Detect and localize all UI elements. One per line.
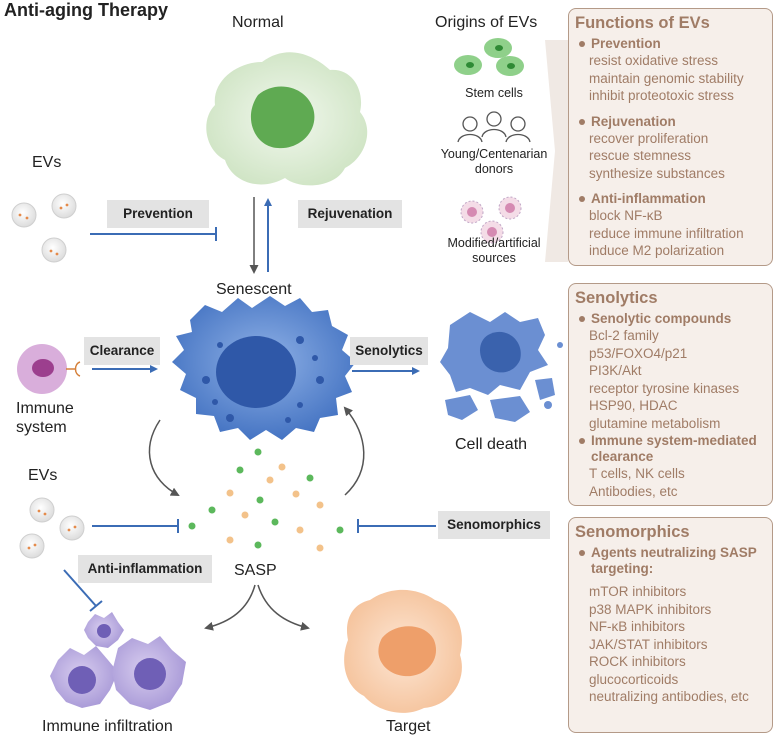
prevention-inhibition — [90, 227, 217, 241]
function-item: maintain genomic stability — [589, 70, 744, 86]
senomorphic-item: NF-κB inhibitors — [589, 619, 686, 634]
function-item: synthesize substances — [589, 165, 725, 181]
senolytics-tag: Senolytics — [350, 337, 428, 365]
stem-cells-icon — [454, 38, 524, 76]
function-item: block NF-κB — [589, 208, 663, 223]
donors-label: Young/Centenarian donors — [440, 147, 548, 176]
origins-connector — [545, 40, 568, 262]
senolytic-item: Bcl-2 family — [589, 328, 659, 343]
sasp-label: SASP — [234, 562, 277, 579]
immune-clearance-heading: Immune system-mediated clearance — [569, 433, 772, 465]
function-item: recover proliferation — [589, 130, 709, 146]
sasp-to-immune-arrow — [204, 584, 256, 631]
rejuvenation-heading: Rejuvenation — [569, 114, 772, 130]
immune-infiltration-cells — [50, 612, 186, 710]
senomorphic-item: glucocorticoids — [589, 671, 679, 687]
senomorphic-item: JAK/STAT inhibitors — [589, 636, 708, 652]
function-item: inhibit proteotoxic stress — [589, 88, 734, 103]
origins-title: Origins of EVs — [435, 14, 538, 31]
sasp-particles — [188, 448, 344, 552]
senolytic-item: glutamine metabolism — [589, 415, 721, 431]
senomorphics-panel-title: Senomorphics — [575, 523, 690, 541]
cell-death-label: Cell death — [455, 436, 528, 453]
senolytic-item: receptor tyrosine kinases — [589, 380, 740, 396]
function-item: reduce immune infiltration — [589, 225, 744, 241]
curve-arrow-left — [148, 419, 180, 496]
functions-of-evs-panel: Functions of EVs Prevention resist oxida… — [568, 8, 773, 266]
senolytic-item: Antibodies, etc — [589, 483, 678, 499]
immune-system-label: Immune system — [16, 400, 74, 436]
immune-system-cell — [17, 344, 81, 394]
normal-cell — [206, 52, 368, 186]
senolytic-compounds-heading: Senolytic compounds — [569, 311, 772, 327]
anti-inflammation-inhibition — [63, 569, 103, 612]
donors-icon — [457, 111, 531, 143]
senomorphic-item: mTOR inhibitors — [589, 584, 687, 599]
senomorphics-panel: Senomorphics Agents neutralizing SASP ta… — [568, 517, 773, 733]
function-item: rescue stemness — [589, 148, 692, 163]
senolytic-item: p53/FOXO4/p21 — [589, 345, 688, 361]
functions-panel-title: Functions of EVs — [575, 14, 710, 32]
senomorphics-tag: Senomorphics — [438, 511, 550, 539]
ev-vesicles-bottom — [19, 497, 85, 559]
senolytics-panel-title: Senolytics — [575, 289, 658, 307]
cell-death — [440, 312, 563, 422]
prevention-heading: Prevention — [569, 36, 772, 52]
curve-arrow-right — [343, 406, 365, 496]
modified-sources-icon — [460, 196, 522, 244]
target-cell — [344, 589, 462, 713]
prevention-tag: Prevention — [107, 200, 209, 228]
ev-vesicles-top — [11, 193, 77, 263]
senomorphics-inhibition — [357, 519, 436, 533]
modified-sources-label: Modified/artificial sources — [447, 236, 541, 265]
page-title: Anti-aging Therapy — [4, 0, 169, 20]
senolytic-item: PI3K/Akt — [589, 363, 642, 378]
anti-inflammation-heading: Anti-inflammation — [569, 191, 772, 207]
sasp-to-target-arrow — [257, 584, 310, 631]
evs-top-label: EVs — [32, 154, 62, 171]
senomorphics-heading: Agents neutralizing SASP targeting: — [569, 545, 772, 577]
senomorphic-item: neutralizing antibodies, etc — [589, 689, 749, 704]
target-label: Target — [386, 718, 431, 735]
stem-cells-label: Stem cells — [465, 86, 523, 100]
immune-infiltration-label: Immune infiltration — [42, 718, 173, 735]
senomorphic-item: p38 MAPK inhibitors — [589, 601, 712, 617]
rejuvenation-tag: Rejuvenation — [298, 200, 402, 228]
evs-sasp-inhibition — [92, 519, 179, 533]
clearance-tag: Clearance — [84, 337, 160, 365]
function-item: induce M2 polarization — [589, 243, 725, 258]
senescent-cell — [172, 296, 356, 440]
senolytics-panel: Senolytics Senolytic compounds Bcl-2 fam… — [568, 283, 773, 506]
evs-bottom-label: EVs — [28, 467, 58, 484]
senescent-label: Senescent — [216, 281, 292, 298]
function-item: resist oxidative stress — [589, 53, 719, 68]
normal-label: Normal — [232, 14, 284, 31]
senolytic-item: T cells, NK cells — [589, 466, 685, 481]
senolytic-item: HSP90, HDAC — [589, 398, 678, 413]
anti-inflammation-tag: Anti-inflammation — [78, 555, 212, 583]
senomorphic-item: ROCK inhibitors — [589, 654, 686, 669]
